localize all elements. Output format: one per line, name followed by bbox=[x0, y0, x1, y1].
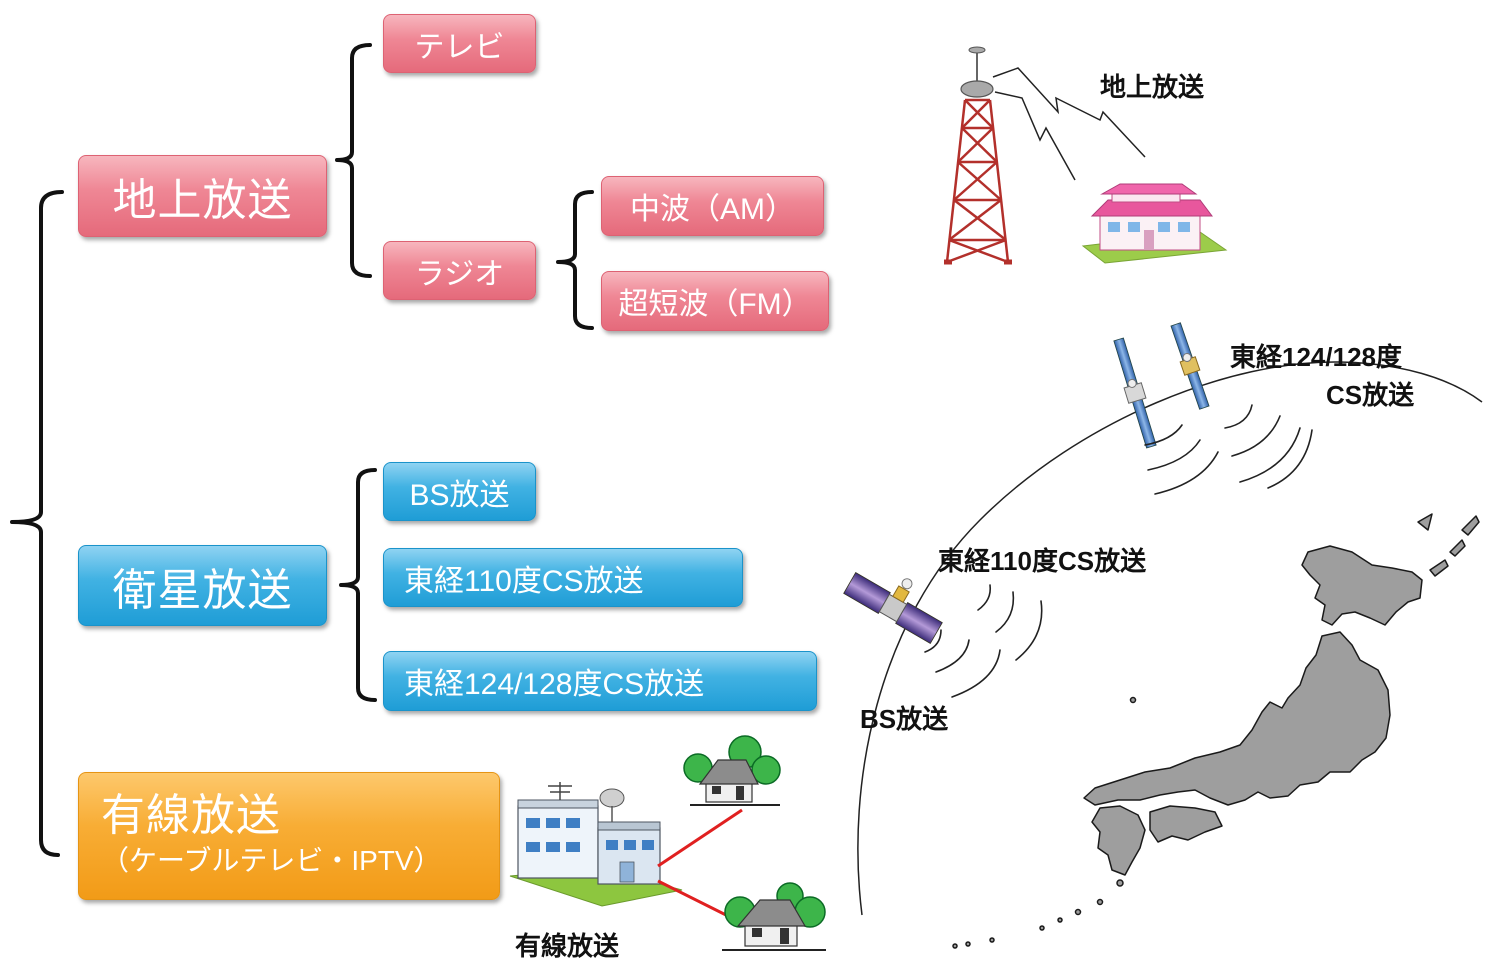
cs124-box-label: 東経124/128度CS放送 bbox=[404, 668, 705, 701]
broadcast-tower-icon bbox=[944, 46, 1012, 265]
satellite-icon bbox=[1170, 322, 1210, 410]
bs-label: BS放送 bbox=[860, 704, 948, 734]
cs124-label-line1: 東経124/128度 bbox=[1230, 342, 1402, 372]
fm-box-label: 超短波（FM） bbox=[618, 288, 812, 321]
main-bracket bbox=[10, 190, 64, 857]
cable-box-label: 有線放送 bbox=[101, 791, 281, 840]
am-box-label: 中波（AM） bbox=[630, 193, 795, 226]
cable-illustration-label: 有線放送 bbox=[515, 931, 619, 960]
cable-station-icon bbox=[509, 782, 683, 907]
orbit-arc bbox=[857, 361, 1483, 916]
cable-box-sublabel: （ケーブルテレビ・IPTV） bbox=[101, 845, 442, 876]
radio-box: ラジオ bbox=[383, 241, 536, 300]
cs110-box: 東経110度CS放送 bbox=[383, 548, 743, 607]
signal-waves bbox=[924, 584, 1043, 698]
japan-map bbox=[952, 513, 1480, 949]
satellite-icon bbox=[843, 572, 943, 644]
tv-box: テレビ bbox=[383, 14, 536, 73]
radio-wave-icon bbox=[992, 67, 1146, 181]
radio-box-label: ラジオ bbox=[414, 257, 505, 291]
satellite-box: 衛星放送 bbox=[78, 545, 327, 626]
satellite-icon bbox=[1113, 337, 1157, 449]
terrestrial-illustration-label: 地上放送 bbox=[1100, 72, 1204, 102]
am-box: 中波（AM） bbox=[601, 176, 824, 236]
bs-box-label: BS放送 bbox=[409, 478, 510, 512]
cs110-label: 東経110度CS放送 bbox=[938, 546, 1146, 576]
tree-house-icon bbox=[722, 882, 826, 951]
cs110-box-label: 東経110度CS放送 bbox=[404, 564, 644, 598]
fm-box: 超短波（FM） bbox=[601, 271, 829, 331]
cs124-label-line2: CS放送 bbox=[1326, 380, 1414, 410]
cs124-box: 東経124/128度CS放送 bbox=[383, 651, 817, 711]
radio-bracket bbox=[556, 190, 594, 330]
house-icon bbox=[1081, 183, 1228, 264]
signal-waves bbox=[1144, 404, 1313, 495]
terrestrial-bracket bbox=[335, 43, 372, 278]
tree-house-icon bbox=[683, 735, 781, 806]
satellite-bracket bbox=[339, 468, 377, 702]
cable-lines bbox=[657, 808, 743, 918]
bs-box: BS放送 bbox=[383, 462, 536, 521]
terrestrial-box: 地上放送 bbox=[78, 155, 327, 237]
satellite-box-label: 衛星放送 bbox=[112, 565, 293, 615]
cable-box: 有線放送 （ケーブルテレビ・IPTV） bbox=[78, 772, 500, 900]
terrestrial-box-label: 地上放送 bbox=[112, 176, 293, 225]
tv-box-label: テレビ bbox=[414, 30, 505, 64]
